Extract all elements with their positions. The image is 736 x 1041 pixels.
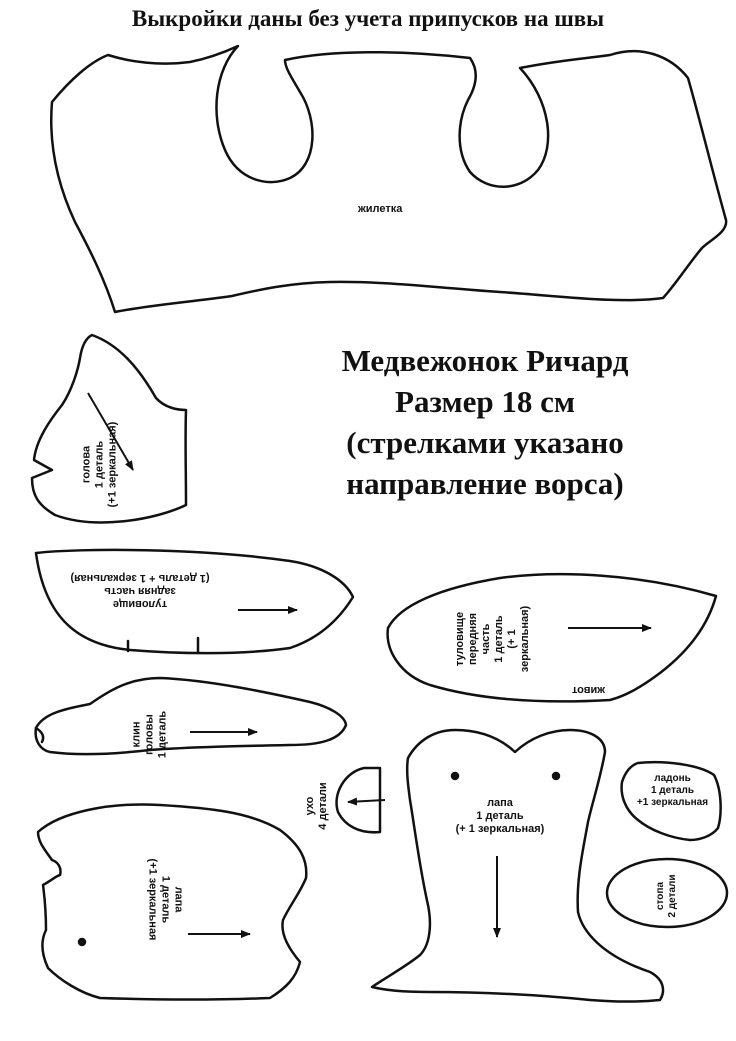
- head-gusset-outline: [34, 676, 348, 756]
- arm-mark: [77, 937, 87, 947]
- title-line-4: направление ворса): [346, 466, 624, 501]
- arm-outline: [36, 803, 308, 1001]
- ear-label-line-1: ухо: [304, 796, 316, 816]
- palm-label: ладонь 1 деталь +1 зеркальная: [625, 773, 720, 809]
- ear-outline: [335, 766, 382, 834]
- vest-outline: [50, 44, 728, 314]
- sole-label-line-1: стопа: [655, 881, 666, 911]
- back-torso-label-line-1: туловище: [112, 598, 168, 610]
- page-header: Выкройки даны без учета припусков на швы: [131, 6, 605, 31]
- back-torso-label-line-3: (1 деталь + 1 зеркальная): [70, 572, 210, 584]
- front-torso-label-line-5: (+ 1: [506, 629, 518, 649]
- front-torso-label-line-3: часть: [480, 623, 492, 655]
- title-block: Медвежонок Ричард Размер 18 см (стрелкам…: [300, 340, 670, 504]
- leg-label-line-1: лапа: [487, 797, 513, 809]
- head-label-line-2: 1 деталь: [93, 440, 106, 489]
- title-line-3: (стрелками указано: [346, 425, 624, 460]
- front-torso-label-line-2: передняя: [467, 612, 479, 666]
- palm-label-line-2: 1 деталь: [650, 785, 695, 796]
- sole-label: стопа 2 детали: [655, 856, 679, 936]
- leg-label-line-2: 1 деталь: [476, 810, 524, 822]
- leg-label-line-3: (+ 1 зеркальная): [455, 823, 545, 835]
- head-gusset-nose: [34, 726, 45, 744]
- head-gusset-label-line-1: клин: [130, 721, 143, 748]
- leg-label: лапа 1 деталь (+ 1 зеркальная): [425, 797, 575, 836]
- sole-outline: [605, 857, 729, 929]
- head-label-line-1: голова: [80, 445, 93, 484]
- leg-mark-right: [551, 771, 561, 781]
- arm-label-line-1: лапа: [172, 886, 185, 913]
- sole-label-line-2: 2 детали: [667, 874, 678, 918]
- head-gusset-label-line-2: головы: [143, 714, 156, 755]
- head-gusset-label-line-3: 1 деталь: [156, 710, 169, 759]
- leg-mark-left: [450, 771, 460, 781]
- head-arrow: [87, 392, 134, 471]
- front-torso-label-line-1: туловище: [454, 611, 466, 667]
- front-torso-label-line-6: зеркальная): [519, 605, 531, 673]
- head-label-line-3: (+1 зеркальная): [106, 421, 119, 508]
- head-label: голова 1 деталь (+1 зеркальная): [81, 410, 120, 520]
- ear-label: ухо 4 детали: [304, 776, 330, 836]
- palm-label-line-3: +1 зеркальная: [636, 797, 709, 808]
- front-torso-belly-label: живот: [572, 684, 606, 696]
- title-line-2: Размер 18 см: [395, 384, 575, 419]
- ear-label-line-2: 4 детали: [317, 782, 329, 830]
- vest-label: жилетка: [358, 203, 403, 215]
- front-torso-label: туловище передняя часть 1 деталь (+ 1 зе…: [454, 589, 532, 689]
- ear-arrow: [347, 797, 386, 806]
- title-line-1: Медвежонок Ричард: [341, 343, 629, 378]
- head-gusset-label: клин головы 1 деталь: [131, 695, 170, 775]
- arm-label-line-3: (+1 зеркальная: [146, 858, 159, 941]
- front-torso-outline: [386, 572, 718, 703]
- head-outline: [30, 333, 188, 524]
- back-torso-label: туловище задняя часть (1 деталь + 1 зерк…: [20, 571, 260, 610]
- front-torso-label-line-4: 1 деталь: [493, 615, 505, 663]
- back-torso-label-line-2: задняя часть: [104, 585, 176, 597]
- leg-outline: [370, 728, 665, 1003]
- arm-label: лапа 1 деталь (+1 зеркальная: [146, 835, 185, 965]
- arm-label-line-2: 1 деталь: [159, 875, 172, 924]
- back-torso-outline: [34, 548, 355, 655]
- palm-outline: [620, 760, 722, 842]
- palm-label-line-1: ладонь: [654, 773, 691, 784]
